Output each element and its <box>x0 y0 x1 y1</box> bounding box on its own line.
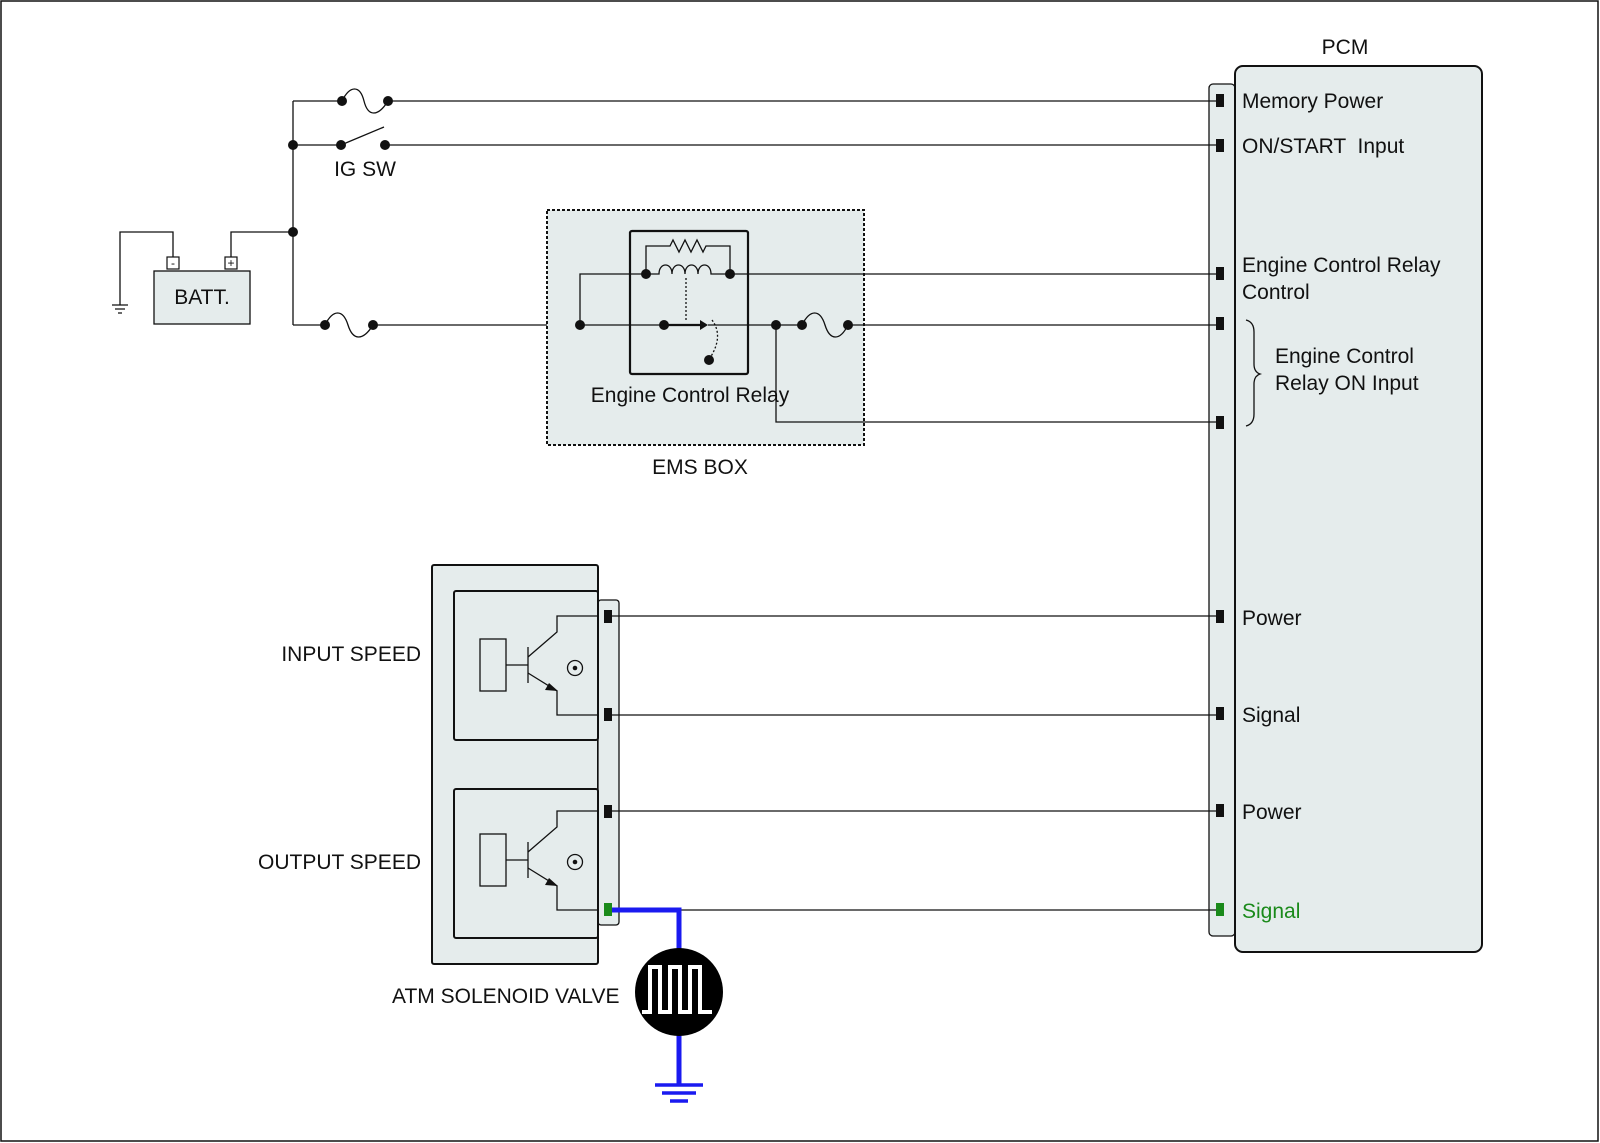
pcm-module: PCM Memory Power ON/START Input Engine C… <box>1208 36 1483 953</box>
sensor-pin-input-signal <box>604 708 612 721</box>
pin-input-signal <box>1216 707 1224 720</box>
pcm-label-ecr-control-1: Engine Control Relay <box>1242 254 1441 277</box>
pcm-title: PCM <box>1322 36 1369 59</box>
pin-ecr-control <box>1216 267 1224 280</box>
battery-label: BATT. <box>174 286 230 309</box>
battery-neg-sign: - <box>171 256 175 270</box>
output-emitter-arrow-icon <box>545 878 558 886</box>
pin-output-signal <box>1216 903 1224 916</box>
square-wave-icon <box>642 965 712 1014</box>
sensor-pin-output-signal <box>604 903 612 916</box>
output-transistor-base <box>506 842 529 878</box>
ig-switch-icon <box>340 126 385 146</box>
speed-sensor-module: INPUT SPEED OUTPUT SPEED <box>258 564 620 965</box>
battery-positive-wire <box>230 231 293 257</box>
input-speed-label: INPUT SPEED <box>281 643 421 666</box>
atm-solenoid-valve: ATM SOLENOID VALVE <box>392 907 723 1103</box>
ig-sw-label: IG SW <box>334 158 396 181</box>
contact-swing-arc <box>709 319 719 359</box>
probe-ground-icon <box>655 1083 703 1103</box>
wire-ecr-on-input-2 <box>775 325 1216 423</box>
pcm-body <box>1234 65 1483 953</box>
output-transistor-emitter <box>527 867 598 911</box>
battery-body <box>153 270 251 325</box>
input-magnet-icon <box>566 659 584 677</box>
output-sensor-body <box>453 788 599 939</box>
input-transistor-base <box>506 647 529 683</box>
engine-control-relay: Engine Control Relay <box>591 229 790 407</box>
sensor-connector-strip <box>597 599 620 926</box>
pcm-label-output-power: Power <box>1242 801 1302 824</box>
contact-arrow-icon <box>700 320 708 330</box>
ems-box-label: EMS BOX <box>652 456 748 479</box>
sensor-pin-input-power <box>604 610 612 623</box>
input-speed-sensor <box>453 590 599 741</box>
pcm-label-ecr-on-input-2: Relay ON Input <box>1275 372 1419 395</box>
input-emitter-arrow-icon <box>545 683 558 691</box>
pcm-label-input-power: Power <box>1242 607 1302 630</box>
battery-ground-wire <box>119 231 174 305</box>
pcm-label-on-start: ON/START Input <box>1242 135 1404 158</box>
output-speed-sensor <box>453 788 599 939</box>
memory-power-fuse-icon <box>341 88 389 114</box>
output-speed-label: OUTPUT SPEED <box>258 851 421 874</box>
battery-pos-sign: + <box>227 256 234 270</box>
resistor-icon <box>645 238 731 274</box>
output-transistor-collector <box>527 810 598 853</box>
pin-output-power <box>1216 804 1224 817</box>
ecr-on-input-brace <box>1245 319 1263 427</box>
input-transistor-collector <box>527 615 598 658</box>
power-distribution: IG SW <box>288 88 1216 338</box>
pin-ecr-on-input-1 <box>1216 317 1224 330</box>
battery-ground-icon <box>112 304 128 314</box>
battery: BATT. - + <box>112 231 293 325</box>
atm-solenoid-valve-label: ATM SOLENOID VALVE <box>392 985 620 1008</box>
output-magnet-center <box>572 859 578 865</box>
input-transistor-emitter <box>527 672 598 716</box>
sensor-pin-output-power <box>604 805 612 818</box>
pin-input-power <box>1216 610 1224 623</box>
pin-on-start <box>1216 139 1224 152</box>
relay-supply-fuse-icon <box>324 312 374 338</box>
pcm-label-input-signal: Signal <box>1242 704 1300 727</box>
ems-fuse-icon <box>801 312 849 338</box>
pcm-label-output-signal: Signal <box>1242 900 1300 923</box>
coil-icon <box>646 264 730 275</box>
pcm-label-ecr-on-input-1: Engine Control <box>1275 345 1414 368</box>
engine-control-relay-label: Engine Control Relay <box>591 384 790 407</box>
output-magnet-icon <box>566 853 584 871</box>
pcm-label-memory-power: Memory Power <box>1242 90 1383 113</box>
pin-ecr-on-input-2 <box>1216 416 1224 429</box>
input-magnet-center <box>572 665 578 671</box>
relay-housing <box>628 229 750 376</box>
pcm-label-ecr-control-2: Control <box>1242 281 1310 304</box>
pin-memory-power <box>1216 94 1224 107</box>
junction-dot <box>288 227 298 237</box>
probe-highlight-wire <box>612 907 682 950</box>
ems-box: EMS BOX Engine Control Relay <box>546 209 1216 479</box>
wire-coil-supply <box>579 273 646 325</box>
contact-terminal <box>704 355 714 365</box>
